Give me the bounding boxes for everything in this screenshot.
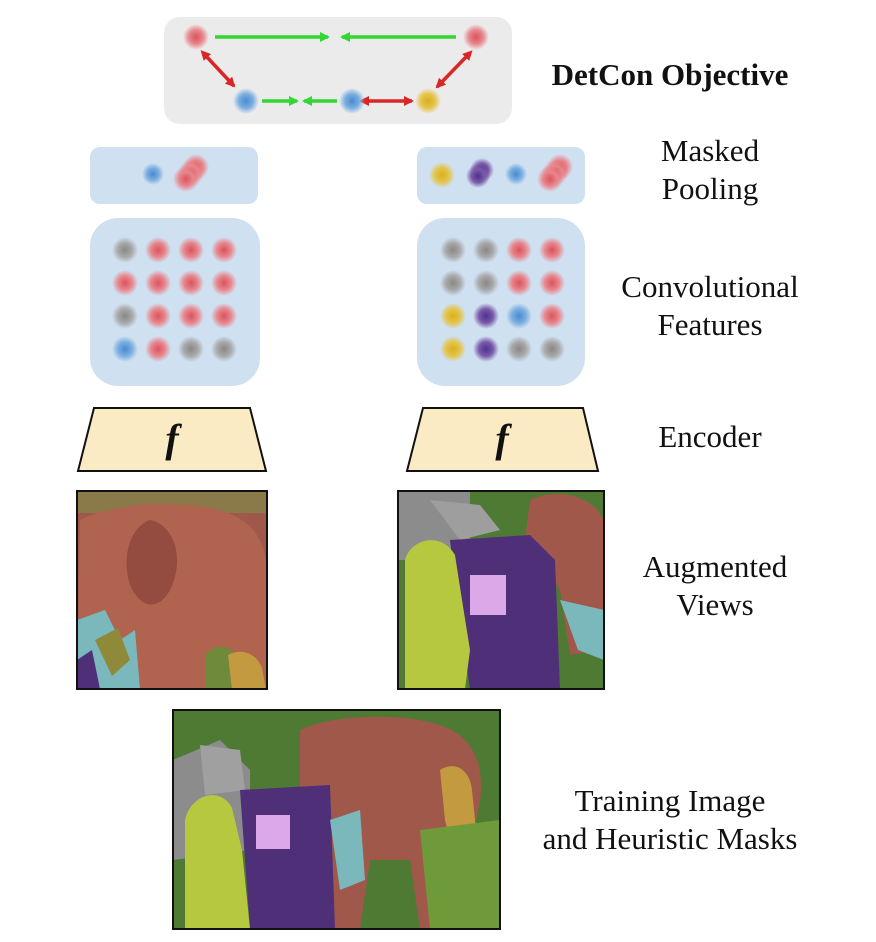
feature-cell-yellow [440,336,466,362]
feature-cell-red [211,237,237,263]
pooled-blue-right [505,163,527,185]
training-image [172,709,501,930]
feature-cell-red [178,237,204,263]
objective-node-yellow [415,88,441,114]
masked-pooling-label: Masked Pooling [660,133,760,206]
pooled-blue [142,163,164,185]
encoder-label: Encoder [658,419,762,454]
feature-cell-gray [112,237,138,263]
encoder-symbol-right: f [495,416,512,461]
encoder-symbol-left: f [165,416,182,461]
feature-cell-gray [440,237,466,263]
feature-cell-red [211,303,237,329]
feature-cell-red [539,270,565,296]
augmented-view-right [397,490,605,690]
feature-cell-red [539,303,565,329]
objective-label: DetCon Objective [551,57,789,92]
feature-cell-purple [473,336,499,362]
feature-cell-gray [440,270,466,296]
encoder-right [405,407,600,472]
feature-cell-red [145,303,171,329]
feature-cell-red [178,303,204,329]
conv-features-label: Convolutional Features [621,269,799,342]
augmented-views-label: Augmented Views [642,549,788,622]
feature-cell-gray [506,336,532,362]
pooled-purple-stack [466,158,494,188]
feature-cell-gray [473,237,499,263]
feature-cell-gray [112,303,138,329]
red-arrow-right [435,50,473,89]
feature-cell-gray [539,336,565,362]
objective-panel [164,17,512,124]
objective-node-red-right [463,24,489,50]
feature-cell-red [211,270,237,296]
feature-cell-gray [473,270,499,296]
feature-cell-red [112,270,138,296]
feature-cell-red [145,336,171,362]
feature-cell-red [539,237,565,263]
feature-cell-red [178,270,204,296]
feature-cell-blue [506,303,532,329]
objective-arrows [200,32,473,106]
feature-cell-gray [178,336,204,362]
feature-cell-blue [112,336,138,362]
objective-node-blue-right [339,88,365,114]
training-image-label: Training Image and Heuristic Masks [542,783,798,856]
feature-cell-yellow [440,303,466,329]
objective-node-red-left [183,24,209,50]
feature-cell-red [506,270,532,296]
feature-cell-red [145,237,171,263]
pooled-yellow [429,162,455,188]
encoder-left [76,407,268,472]
feature-grid-right [440,237,565,362]
pooled-red-stack-left [173,154,209,192]
feature-cell-red [506,237,532,263]
augmented-view-left [76,490,268,690]
feature-cell-purple [473,303,499,329]
feature-cell-red [145,270,171,296]
red-arrow-left [200,50,236,88]
feature-grid-left [112,237,237,362]
feature-cell-gray [211,336,237,362]
pooled-red-stack-right [537,154,573,192]
objective-node-blue-left [233,88,259,114]
